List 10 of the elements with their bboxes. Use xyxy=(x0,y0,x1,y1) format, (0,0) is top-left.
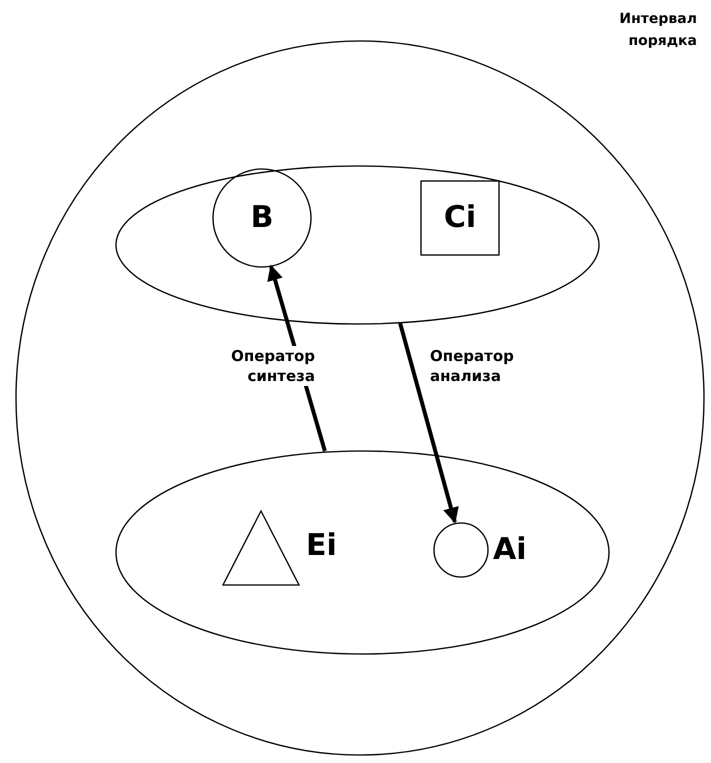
ellipse-region xyxy=(115,450,610,655)
node-label: B xyxy=(250,200,274,236)
square-node xyxy=(420,180,500,256)
node-label: Ci xyxy=(442,200,478,236)
region-title: Интервал порядка xyxy=(618,10,697,51)
node-caption: Ei xyxy=(306,528,337,564)
circle-node xyxy=(212,168,312,268)
node-caption: Ai xyxy=(493,532,527,568)
ellipse-region xyxy=(115,165,600,325)
arrow xyxy=(398,322,459,524)
